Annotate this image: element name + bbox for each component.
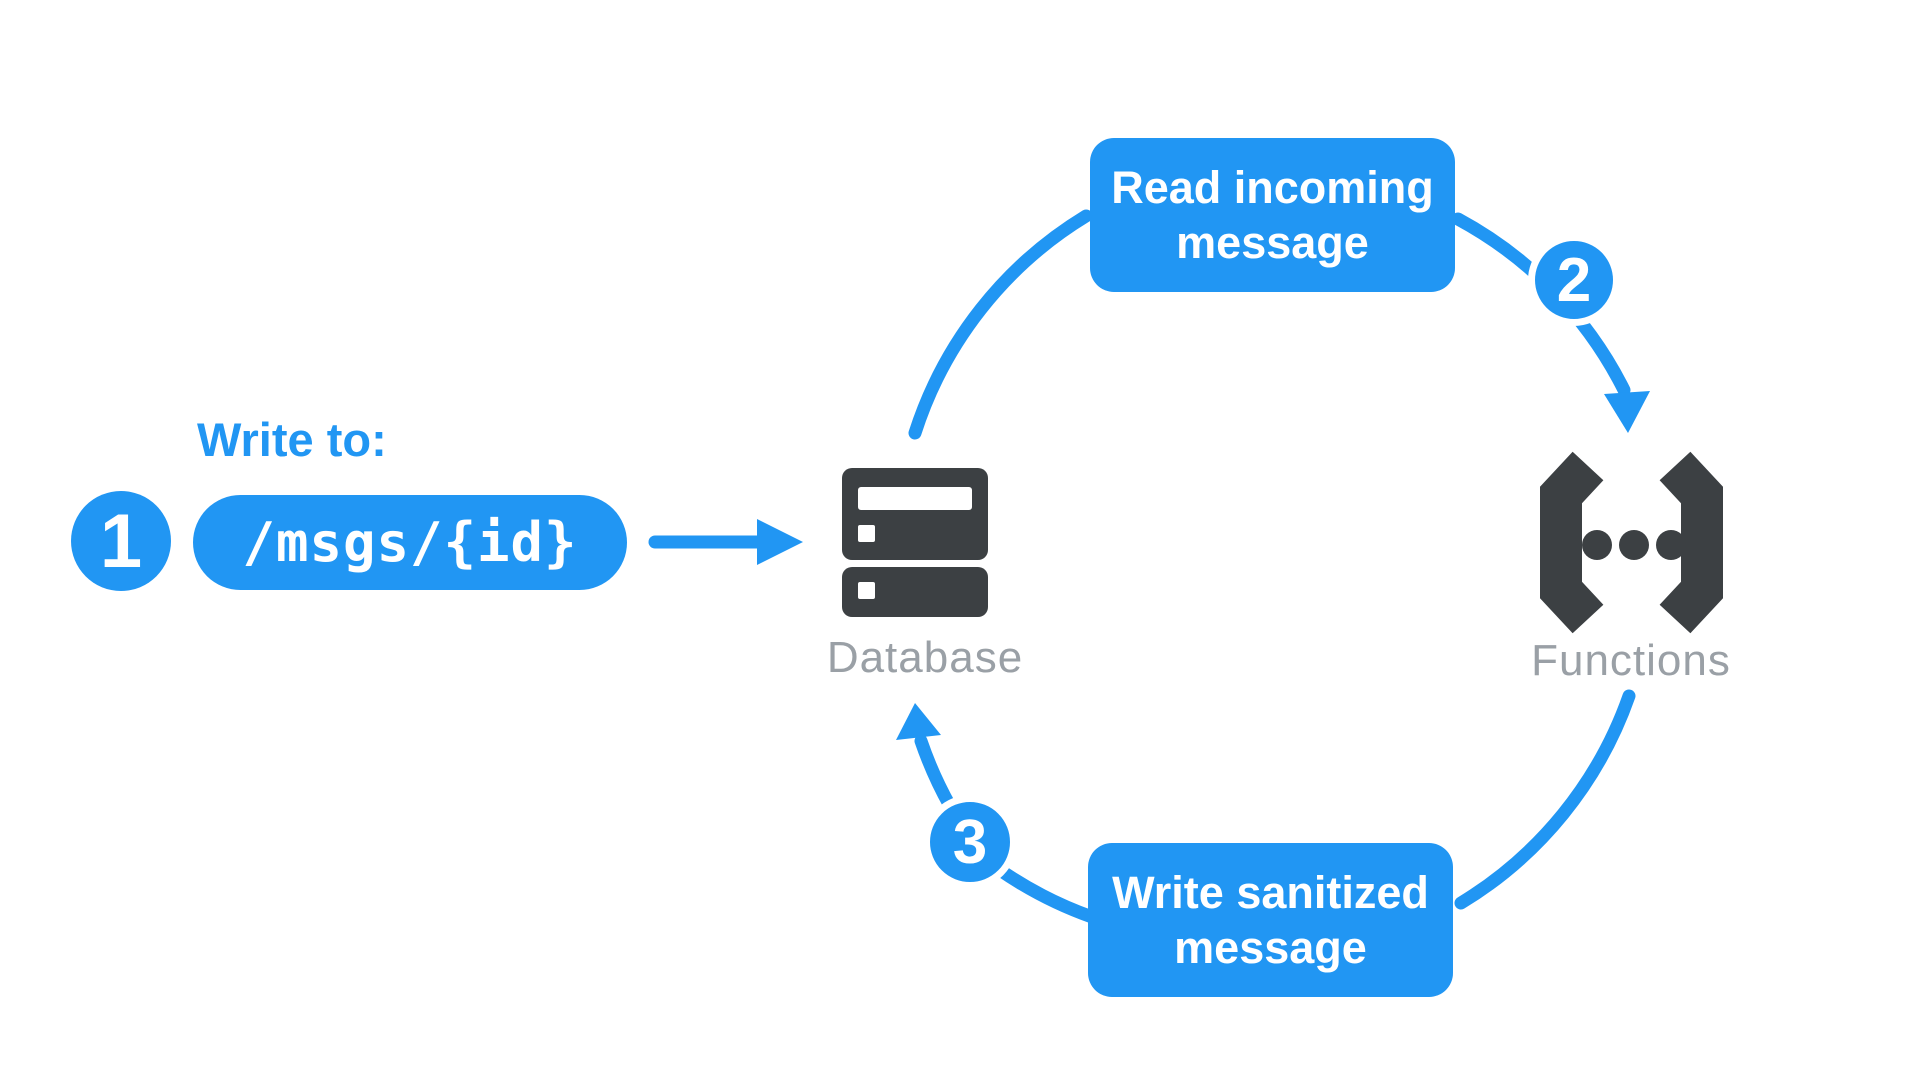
write-to-label: Write to: <box>197 413 387 466</box>
database-label: Database <box>826 633 1024 682</box>
arc-functions-to-write <box>1454 689 1636 910</box>
path-pill: /msgs/{id} <box>193 495 627 590</box>
step-1-badge: 1 <box>71 491 171 591</box>
functions-label: Functions <box>1531 636 1731 685</box>
code-brackets-icon <box>1540 451 1723 634</box>
arc-badge3-to-database <box>914 734 957 813</box>
up-arrow-icon <box>896 703 941 740</box>
database-server-icon <box>842 468 988 617</box>
right-arrow-icon <box>648 519 803 565</box>
step-2-badge: 2 <box>1528 234 1620 326</box>
path-pill-text: /msgs/{id} <box>242 511 578 574</box>
flow-arcs <box>908 209 1636 924</box>
arc-database-to-read <box>908 209 1093 440</box>
down-arrow-icon <box>1604 391 1650 433</box>
step-3-badge: 3 <box>923 795 1017 889</box>
read-message-box: Read incoming message <box>1090 138 1455 292</box>
arc-write-to-badge3 <box>993 863 1099 924</box>
write-message-box: Write sanitized message <box>1088 843 1453 997</box>
